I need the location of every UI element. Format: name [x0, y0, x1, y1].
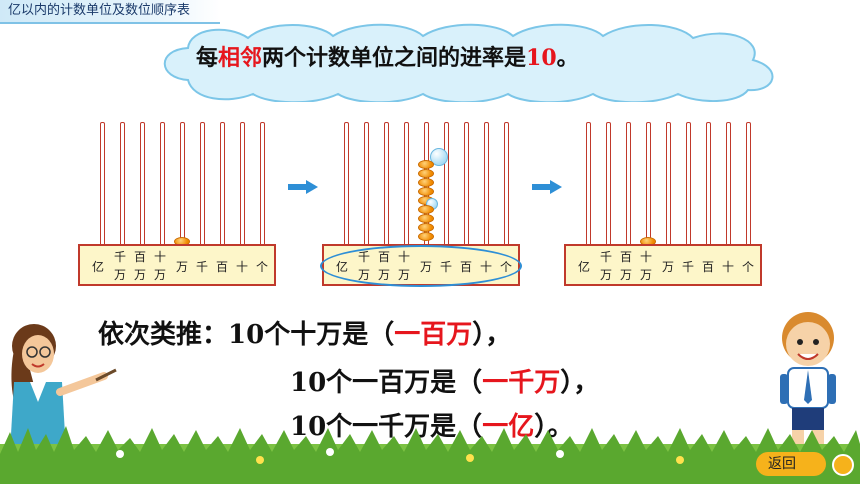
cloud-text: 每相邻两个计数单位之间的进率是10。 [196, 45, 579, 71]
label: 万 [662, 260, 675, 274]
search-icon[interactable] [832, 454, 854, 476]
label: 万 [620, 268, 633, 282]
label: 万 [134, 268, 147, 282]
label: 百 [216, 260, 229, 274]
text-line-1: 依次类推：10个十万是（一百万）， [98, 320, 512, 350]
label: 万 [154, 268, 167, 282]
label-yi: 亿 [92, 260, 105, 274]
text-line-2: 10个一百万是（一千万）， [290, 368, 600, 398]
label: 十 [722, 260, 735, 274]
arrow-right-icon [532, 180, 562, 194]
answer: 一千万 [482, 368, 561, 398]
label: 十 [236, 260, 249, 274]
label: 百 [702, 260, 715, 274]
label: 个 [256, 260, 269, 274]
label: 万 [114, 268, 127, 282]
arrow-right-icon [288, 180, 318, 194]
text-line-3: 10个一千万是（一亿）。 [290, 412, 574, 442]
cloud-bubble [163, 23, 774, 102]
label: 百 [134, 250, 147, 264]
abacus-1: 亿 千 百 十 万 万 万 万 千 百 十 个 [78, 118, 276, 290]
label: 千 [682, 260, 695, 274]
label: 十 [640, 250, 653, 264]
label: 千 [196, 260, 209, 274]
answer: 一百万 [394, 320, 473, 350]
label: 百 [620, 250, 633, 264]
label: 亿 [578, 260, 591, 274]
label: 万 [176, 260, 189, 274]
label: 千 [114, 250, 127, 264]
return-button[interactable]: 返回 [756, 452, 826, 476]
grass-decoration [0, 426, 860, 484]
abacus-3: 亿 千 百 十 万 万 万 万 千 百 十 个 [564, 118, 762, 290]
label: 个 [742, 260, 755, 274]
label: 千 [600, 250, 613, 264]
label: 万 [640, 268, 653, 282]
highlight-ellipse [320, 245, 522, 287]
label: 万 [600, 268, 613, 282]
label: 十 [154, 250, 167, 264]
bead [430, 148, 448, 166]
page-title: 亿以内的计数单位及数位顺序表 [0, 0, 221, 24]
